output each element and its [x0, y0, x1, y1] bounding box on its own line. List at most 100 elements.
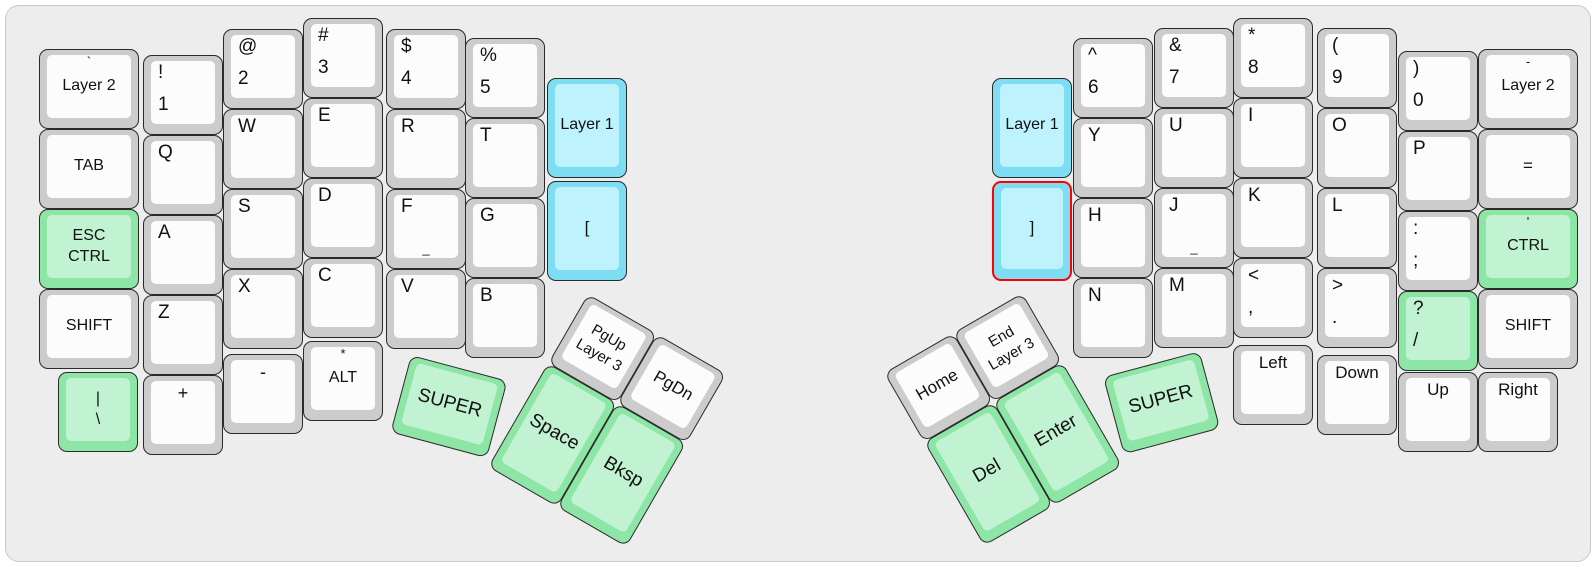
key-right-bracket[interactable]: ]	[992, 181, 1072, 281]
key-a[interactable]: A	[143, 215, 223, 295]
key-slash[interactable]: ?/	[1398, 291, 1478, 371]
key-shift-left[interactable]: SHIFT	[39, 289, 139, 369]
keycap-top: U	[1162, 114, 1226, 177]
key-label: 9	[1332, 67, 1343, 88]
keycap-top: N	[1081, 284, 1145, 347]
key-label: :	[1413, 218, 1419, 239]
keycap-top: !1	[151, 61, 215, 124]
key-8[interactable]: *8	[1233, 18, 1313, 98]
key-tab[interactable]: TAB	[39, 129, 139, 209]
key-pipe-backslash[interactable]: |\	[58, 372, 138, 452]
key-z[interactable]: Z	[143, 295, 223, 375]
key-x[interactable]: X	[223, 269, 303, 349]
key-0[interactable]: )0	[1398, 51, 1478, 131]
key-label: SHIFT	[1504, 317, 1552, 335]
keycap-top: Layer 2`	[47, 54, 131, 118]
key-label: F	[401, 196, 413, 217]
key-i[interactable]: I	[1233, 98, 1313, 178]
key-3[interactable]: #3	[303, 18, 383, 98]
key-label: 7	[1169, 67, 1180, 88]
keycap-top: Down	[1325, 361, 1389, 424]
keycap-top: Up	[1406, 378, 1470, 441]
key-super-left[interactable]: SUPER	[390, 355, 508, 459]
keycap-top: SUPER	[400, 362, 499, 446]
key-label: >	[1332, 275, 1344, 296]
key-b[interactable]: B	[465, 278, 545, 358]
key-9[interactable]: (9	[1317, 28, 1397, 108]
key-s[interactable]: S	[223, 189, 303, 269]
key-label: ]	[1029, 218, 1035, 238]
key-layer2-right[interactable]: Layer 2-	[1478, 49, 1578, 129]
key-e[interactable]: E	[303, 98, 383, 178]
key-7[interactable]: &7	[1154, 28, 1234, 108]
key-arrow-up[interactable]: Up	[1398, 372, 1478, 452]
keycap-top: K	[1241, 184, 1305, 247]
key-t[interactable]: T	[465, 118, 545, 198]
key-label: *	[340, 346, 346, 361]
key-j[interactable]: J_	[1154, 188, 1234, 268]
key-arrow-right[interactable]: Right	[1478, 372, 1558, 452]
key-label: S	[238, 196, 251, 217]
key-label: B	[480, 285, 493, 306]
key-c[interactable]: C	[303, 258, 383, 338]
keycap-top: R	[394, 115, 458, 178]
key-label: _	[422, 241, 430, 257]
key-4[interactable]: $4	[386, 29, 466, 109]
key-label: @	[238, 36, 258, 57]
key-r[interactable]: R	[386, 109, 466, 189]
key-w[interactable]: W	[223, 109, 303, 189]
key-left-bracket[interactable]: [	[547, 181, 627, 281]
key-6[interactable]: ^6	[1073, 38, 1153, 118]
key-d[interactable]: D	[303, 178, 383, 258]
key-u[interactable]: U	[1154, 108, 1234, 188]
keycap-top: )0	[1406, 57, 1470, 120]
key-label: 3	[318, 57, 329, 78]
key-quote-ctrl[interactable]: CTRL'	[1478, 209, 1578, 289]
key-v[interactable]: V	[386, 269, 466, 349]
key-label: /	[1413, 330, 1419, 351]
key-2[interactable]: @2	[223, 29, 303, 109]
key-label: M	[1169, 275, 1185, 296]
key-p[interactable]: P	[1398, 131, 1478, 211]
key-arrow-down[interactable]: Down	[1317, 355, 1397, 435]
key-1[interactable]: !1	[143, 55, 223, 135]
key-5[interactable]: %5	[465, 38, 545, 118]
key-comma[interactable]: <,	[1233, 258, 1313, 338]
key-f[interactable]: F_	[386, 189, 466, 269]
key-plus[interactable]: +	[143, 375, 223, 455]
key-h[interactable]: H	[1073, 198, 1153, 278]
keycap-top: <,	[1241, 264, 1305, 327]
key-n[interactable]: N	[1073, 278, 1153, 358]
key-layer1-right[interactable]: Layer 1	[992, 78, 1072, 178]
key-label: Layer 1	[1005, 116, 1059, 134]
key-shift-right[interactable]: SHIFT	[1478, 289, 1578, 369]
key-label: ,	[1248, 297, 1254, 318]
key-period[interactable]: >.	[1317, 268, 1397, 348]
key-o[interactable]: O	[1317, 108, 1397, 188]
key-l[interactable]: L	[1317, 188, 1397, 268]
key-label: 8	[1248, 57, 1259, 78]
key-q[interactable]: Q	[143, 135, 223, 215]
key-g[interactable]: G	[465, 198, 545, 278]
key-label: Layer 2	[1501, 77, 1555, 95]
keycap-top: P	[1406, 137, 1470, 200]
key-arrow-left[interactable]: Left	[1233, 345, 1313, 425]
key-layer1-left[interactable]: Layer 1	[547, 78, 627, 178]
key-layer2-left[interactable]: Layer 2`	[39, 49, 139, 129]
key-label: <	[1248, 265, 1260, 286]
key-label: %	[480, 45, 497, 66]
key-m[interactable]: M	[1154, 268, 1234, 348]
key-label: (	[1332, 35, 1339, 56]
key-semicolon[interactable]: :;	[1398, 211, 1478, 291]
key-label: T	[480, 125, 492, 146]
key-alt[interactable]: ALT*	[303, 341, 383, 421]
key-y[interactable]: Y	[1073, 118, 1153, 198]
keycap-top: C	[311, 264, 375, 327]
key-equals[interactable]: =	[1478, 129, 1578, 209]
key-super-right[interactable]: SUPER	[1103, 351, 1221, 455]
key-minus[interactable]: -	[223, 354, 303, 434]
key-k[interactable]: K	[1233, 178, 1313, 258]
key-label: _	[1190, 240, 1198, 256]
